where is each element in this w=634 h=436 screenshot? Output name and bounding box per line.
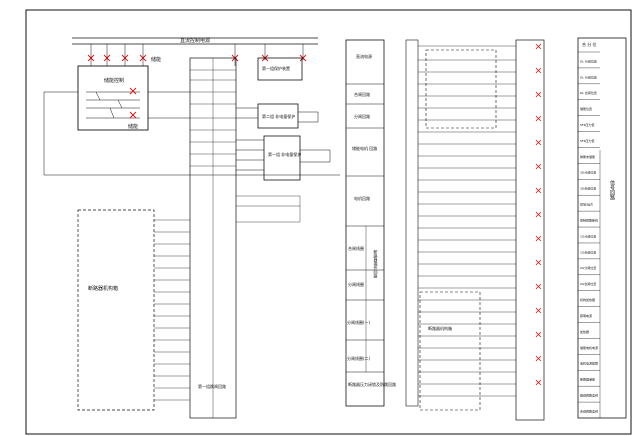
signal-row-label: 就地/远方 bbox=[580, 202, 593, 207]
breaker-dashed-box-top bbox=[425, 49, 497, 129]
signal-table-header: 合 分 位 bbox=[582, 41, 597, 47]
breaker-dashed-box-bottom: 断路器机构箱 bbox=[419, 291, 481, 411]
signal-row-label: 1G分闸位置 bbox=[580, 233, 596, 238]
signal-row-label: 弹簧未储能 bbox=[580, 154, 595, 159]
mid-row-6: 合闸线圈 bbox=[348, 245, 364, 251]
mid-vertical-label: 断路器操作回路 bbox=[374, 249, 379, 279]
signal-row-label: 照明电源 bbox=[580, 313, 592, 318]
protection-box-2-title: 第二组 非电量保护 bbox=[262, 113, 295, 119]
signal-row-label: 控制回路断线 bbox=[580, 217, 598, 222]
signal-row-label: 跳闸回路监视 bbox=[580, 393, 598, 398]
right-center-label: 断路器机构箱 bbox=[428, 325, 452, 331]
dc-bus: 直流控制电源 bbox=[72, 37, 318, 45]
signal-row-label: 2G合闸位置 bbox=[580, 281, 596, 286]
relay-box-title: 储能控制 bbox=[104, 77, 124, 84]
mid-row-1: 直流电源 bbox=[356, 53, 372, 59]
signal-row-label: 2G分闸位置 bbox=[580, 265, 596, 270]
signal-row-label: 电机电源故障 bbox=[580, 361, 598, 366]
signal-side-label: 信号回路 bbox=[609, 179, 615, 201]
mid-row-5: 电机回路 bbox=[354, 195, 370, 201]
protection-box-1: 第一组保护装置 bbox=[257, 57, 303, 81]
drawing-border bbox=[25, 9, 632, 435]
signal-row-label: 1G合闸位置 bbox=[580, 249, 596, 254]
signal-row-label: SF6压力低 bbox=[580, 138, 595, 143]
signal-row-label: 3G分闸位置 bbox=[580, 170, 596, 175]
right-red-markers bbox=[535, 43, 542, 386]
mid-row-3: 分闸回路 bbox=[354, 113, 370, 119]
bus-label: 直流控制电源 bbox=[180, 37, 210, 44]
signal-row-label: 机构加热器 bbox=[580, 297, 595, 302]
protection-box-2: 第二组 非电量保护 bbox=[257, 103, 299, 129]
breaker-panel: 断路器机构箱 bbox=[77, 209, 155, 411]
breaker-panel-label: 断路器机构箱 bbox=[88, 285, 118, 292]
signal-row-label: 断路器储能 bbox=[580, 377, 595, 382]
signal-row-label: DL 分闸位置 bbox=[580, 74, 597, 79]
relay-box-right-label: 储能 bbox=[151, 56, 161, 63]
protection-box-1-title: 第一组保护装置 bbox=[262, 65, 290, 71]
signal-table: 合 分 位 信号回路 bbox=[577, 37, 627, 419]
protection-box-3-title: 第一组 非电量保护 bbox=[268, 151, 301, 157]
signal-row-label: DL 分闸位置 bbox=[580, 58, 597, 63]
mid-row-9: 分闸线圈(二) bbox=[347, 355, 371, 361]
signal-row-label: 储能位置 bbox=[580, 106, 592, 111]
signal-row-label: 储能电机电源 bbox=[580, 345, 598, 350]
signal-row-label: DL 合闸位置 bbox=[580, 90, 597, 95]
mid-row-2: 合闸回路 bbox=[354, 91, 370, 97]
signal-row-label: 3G合闸位置 bbox=[580, 186, 596, 191]
middle-function-table: 直流电源 合闸回路 分闸回路 储能电机 回路 电机回路 合闸线圈 分闸线圈 分闸… bbox=[345, 39, 396, 407]
mid-row-8: 分闸线圈(一) bbox=[347, 319, 371, 325]
protection-box-3: 第一组 非电量保护 bbox=[263, 135, 301, 181]
signal-row-label: 合闸回路监视 bbox=[580, 408, 598, 413]
mid-row-7: 分闸线圈 bbox=[348, 281, 364, 287]
terminal-strip-1 bbox=[189, 57, 237, 419]
signal-row-label: 加热器 bbox=[580, 329, 589, 334]
relay-box: 储能控制 储能 储能 bbox=[77, 56, 161, 131]
mid-row-4: 储能电机 回路 bbox=[352, 145, 377, 151]
relay-box-bottom-label: 储能 bbox=[128, 123, 138, 130]
right-terminal-strip bbox=[405, 39, 545, 421]
trip-circuit-label: 第一组跳闸回路 bbox=[198, 383, 226, 389]
signal-row-label: SF6压力低 bbox=[580, 122, 595, 127]
mid-footer: 断路器压力闭锁及防跳回路 bbox=[348, 381, 396, 387]
